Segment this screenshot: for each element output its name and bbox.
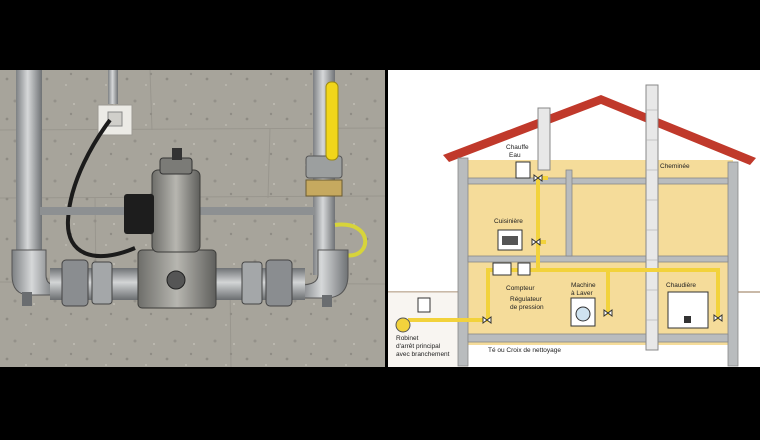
left-wall bbox=[457, 157, 469, 367]
interior-partition bbox=[565, 169, 573, 257]
right-elbow bbox=[299, 249, 349, 299]
house-gas-diagram: Chauffe Eau Cheminée Cuisinière Compteur… bbox=[388, 70, 760, 367]
valve-actuator bbox=[151, 169, 201, 253]
chimney bbox=[645, 84, 659, 351]
label-chauffe-eau: Chauffe Eau bbox=[506, 144, 530, 159]
flue-pipe bbox=[537, 107, 551, 171]
stove-valve bbox=[531, 238, 541, 246]
left-vertical-pipe bbox=[16, 70, 42, 275]
ground-floor-slab bbox=[467, 255, 729, 263]
label-cheminee: Cheminée bbox=[660, 163, 690, 170]
valve-connector-box bbox=[124, 194, 154, 234]
ball-valve bbox=[305, 155, 343, 179]
right-union bbox=[265, 259, 293, 307]
gas-meter bbox=[492, 262, 512, 276]
valve-handle bbox=[325, 81, 339, 161]
left-union bbox=[61, 259, 89, 307]
pressure-regulator bbox=[517, 262, 531, 276]
roof bbox=[443, 95, 756, 165]
label-chaudiere: Chaudière bbox=[666, 282, 696, 289]
label-robinet: Robinet d'arrêt principal avec brancheme… bbox=[396, 335, 450, 358]
tee-cleanout bbox=[482, 316, 492, 324]
washer-valve bbox=[603, 309, 613, 317]
right-wall bbox=[727, 161, 739, 367]
gas-installation-photo bbox=[0, 70, 385, 367]
main-shutoff-valve bbox=[395, 317, 411, 333]
label-regulateur: Régulateur de pression bbox=[510, 296, 544, 311]
label-machine: Machine à Laver bbox=[571, 282, 597, 297]
water-heater-valve bbox=[533, 174, 543, 182]
label-compteur: Compteur bbox=[506, 285, 535, 292]
boiler-valve bbox=[713, 314, 723, 322]
upper-floor-slab bbox=[467, 177, 729, 185]
label-te: Té ou Croix de nettoyage bbox=[488, 347, 561, 354]
label-cuisiniere: Cuisinière bbox=[494, 218, 523, 225]
power-cable bbox=[65, 118, 136, 258]
water-heater bbox=[515, 161, 531, 179]
basement-slab bbox=[467, 333, 729, 343]
